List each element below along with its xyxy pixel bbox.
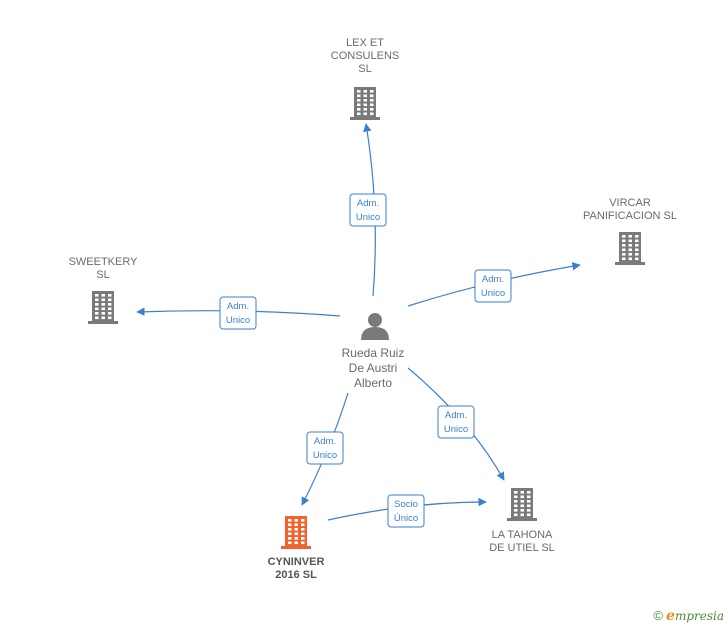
edge-label-box [219, 296, 257, 330]
edge-label[interactable]: Adm. Unico [474, 269, 512, 303]
footer-brand[interactable]: ©empresia [653, 608, 724, 624]
edge-label-text: Adm. [314, 436, 336, 447]
company-name: SWEETKERY [69, 256, 139, 268]
edge-label-text: Único [394, 513, 418, 524]
edge-label-box [306, 431, 344, 465]
company-name: PANIFICACION SL [583, 210, 677, 222]
brand-initial: e [666, 608, 675, 624]
copyright-symbol: © [653, 608, 664, 623]
edge-person-vircar: Adm. Unico [407, 262, 581, 307]
edge-label-box [474, 269, 512, 303]
edge-label-text: Adm. [357, 198, 379, 209]
company-name: LEX ET [346, 37, 384, 49]
company-name: CONSULENS [331, 50, 399, 62]
edge-label-text: Socio [394, 499, 418, 510]
edge-label-text: Unico [313, 450, 337, 461]
edge-label-box [387, 494, 425, 528]
edge-person-cyninver: Adm. Unico [301, 392, 349, 506]
edge-label-text: Unico [444, 424, 468, 435]
building-icon [507, 488, 537, 521]
edge-label[interactable]: Adm. Unico [219, 296, 257, 330]
edge-label-text: Unico [481, 288, 505, 299]
building-icon [615, 232, 645, 265]
person-name: De Austri [349, 361, 398, 375]
person-name: Rueda Ruiz [342, 346, 405, 360]
person-icon [361, 313, 389, 340]
edge-person-tahona: Adm. Unico [407, 367, 505, 481]
company-name: CYNINVER [268, 556, 325, 568]
edge-label[interactable]: Adm. Unico [306, 431, 344, 465]
edge-person-sweetkery: Adm. Unico [136, 296, 341, 330]
edge-label-box [437, 405, 475, 439]
edge-label-text: Unico [226, 315, 250, 326]
edge-person-lex: Adm. Unico [349, 123, 387, 297]
company-name: 2016 SL [275, 569, 317, 581]
edge-label[interactable]: Adm. Unico [437, 405, 475, 439]
company-name: SL [358, 63, 371, 75]
company-name: LA TAHONA [492, 529, 553, 541]
building-icon [350, 87, 380, 120]
company-name: DE UTIEL SL [489, 542, 555, 554]
edge-label-text: Adm. [445, 410, 467, 421]
edge-label-text: Adm. [482, 274, 504, 285]
brand-name: mpresia [674, 609, 724, 623]
edge-label-text: Adm. [227, 301, 249, 312]
company-name: SL [96, 269, 109, 281]
edge-label[interactable]: Adm. Unico [349, 193, 387, 227]
building-icon [88, 291, 118, 324]
building-icon [281, 516, 311, 549]
edge-label-text: Unico [356, 212, 380, 223]
edge-label-box [349, 193, 387, 227]
company-name: VIRCAR [609, 197, 651, 209]
person-name: Alberto [354, 376, 392, 390]
